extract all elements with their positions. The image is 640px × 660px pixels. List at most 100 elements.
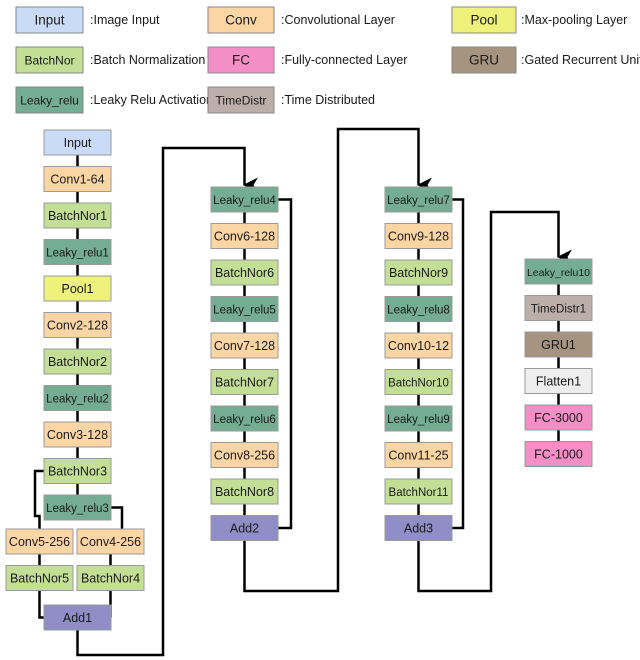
legend-label-batchnorm: BatchNor bbox=[24, 54, 74, 68]
layer-label-batchnor3: BatchNor3 bbox=[48, 464, 107, 478]
layer-batchnor11: BatchNor11 bbox=[384, 478, 453, 505]
layer-box-add2 bbox=[210, 515, 279, 541]
legend-desc-gru: :Gated Recurrent Unit bbox=[521, 53, 640, 67]
legend-item-gru: GRU :Gated Recurrent Unit bbox=[451, 46, 640, 74]
layer-batchnor3: BatchNor3 bbox=[43, 458, 112, 484]
legend-desc-batchnorm: :Batch Normalization bbox=[90, 53, 205, 67]
layer-conv3-128: Conv3-128 bbox=[43, 421, 112, 448]
layer-box-batchnor5 bbox=[5, 565, 74, 591]
layer-timedistr1: TimeDistr1 bbox=[524, 295, 593, 321]
legend-item-leaky: Leaky_relu:Leaky Relu Activation bbox=[15, 86, 213, 114]
layer-box-batchnor8 bbox=[210, 478, 279, 505]
layer-box-add3 bbox=[384, 515, 453, 541]
layer-box-leaky-relu5 bbox=[210, 296, 279, 322]
layer-label-conv3-128: Conv3-128 bbox=[47, 428, 108, 442]
legend-label-timedistr: TimeDistr bbox=[216, 94, 267, 108]
layer-box-fc-1000 bbox=[524, 441, 593, 467]
layer-batchnor8: BatchNor8 bbox=[210, 478, 279, 505]
layer-label-add2: Add2 bbox=[230, 521, 259, 535]
layer-box-conv3-128 bbox=[43, 421, 112, 448]
edge-lr3-conv4 bbox=[111, 506, 124, 529]
layer-label-leaky-relu10: Leaky_relu10 bbox=[527, 267, 590, 279]
layer-box-leaky-relu1 bbox=[43, 239, 112, 265]
layer-box-batchnor3 bbox=[43, 458, 112, 484]
layer-box-gru1 bbox=[524, 331, 593, 358]
legend-label-conv: Conv bbox=[225, 13, 257, 28]
layer-label-leaky-relu5: Leaky_relu5 bbox=[213, 304, 276, 316]
layer-label-conv1-64: Conv1-64 bbox=[50, 172, 104, 186]
legend-desc-fc: :Fully-connected Layer bbox=[281, 53, 407, 67]
layer-label-leaky-relu9: Leaky_relu9 bbox=[387, 414, 450, 426]
layer-label-leaky-relu8: Leaky_relu8 bbox=[387, 304, 450, 316]
layer-box-leaky-relu8 bbox=[384, 296, 453, 322]
layer-label-conv11-25: Conv11-25 bbox=[388, 448, 448, 462]
layer-label-batchnor7: BatchNor7 bbox=[215, 375, 274, 389]
layer-pool1: Pool1 bbox=[43, 275, 112, 302]
layer-label-batchnor1: BatchNor1 bbox=[48, 209, 107, 223]
layer-box-batchnor11 bbox=[384, 478, 453, 505]
layer-label-conv10-12: Conv10-12 bbox=[388, 339, 449, 353]
legend-label-input: Input bbox=[34, 13, 64, 28]
layer-flatten1: Flatten1 bbox=[524, 368, 593, 394]
layer-label-batchnor8: BatchNor8 bbox=[215, 485, 274, 499]
layer-batchnor2: BatchNor2 bbox=[43, 348, 112, 375]
layer-label-conv6-128: Conv6-128 bbox=[214, 229, 275, 243]
layer-conv8-256: Conv8-256 bbox=[210, 442, 279, 468]
layer-box-leaky-relu4 bbox=[210, 186, 279, 213]
layer-batchnor6: BatchNor6 bbox=[210, 259, 279, 286]
layer-conv6-128: Conv6-128 bbox=[210, 223, 279, 249]
layer-label-add3: Add3 bbox=[404, 521, 433, 535]
edge-add2-lrelu7 bbox=[243, 127, 432, 593]
layer-leaky-relu6: Leaky_relu6 bbox=[210, 405, 279, 432]
layer-label-leaky-relu2: Leaky_relu2 bbox=[46, 393, 109, 405]
layer-box-leaky-relu3 bbox=[43, 494, 112, 521]
layer-label-batchnor5: BatchNor5 bbox=[10, 571, 69, 585]
legend-label-gru: GRU bbox=[469, 53, 499, 68]
layer-label-conv7-128: Conv7-128 bbox=[214, 339, 275, 353]
connector-lines bbox=[33, 127, 572, 657]
layer-label-batchnor4: BatchNor4 bbox=[81, 571, 140, 585]
layer-leaky-relu2: Leaky_relu2 bbox=[43, 385, 112, 411]
layer-fc-1000: FC-1000 bbox=[524, 441, 593, 467]
layer-label-batchnor11: BatchNor11 bbox=[389, 487, 449, 499]
layer-label-leaky-relu3: Leaky_relu3 bbox=[46, 503, 109, 515]
layer-box-fc-3000 bbox=[524, 404, 593, 431]
layer-leaky-relu9: Leaky_relu9 bbox=[384, 405, 453, 432]
layer-box-leaky-relu6 bbox=[210, 405, 279, 432]
legend-item-timedistr: TimeDistr:Time Distributed bbox=[207, 86, 375, 114]
layer-conv11-25: Conv11-25 bbox=[384, 442, 453, 468]
layer-box-conv4-256 bbox=[76, 528, 145, 555]
layer-label-pool1: Pool1 bbox=[62, 282, 94, 296]
legend-label-fc: FC bbox=[232, 53, 250, 68]
layer-box-conv9-128 bbox=[384, 223, 453, 249]
layer-fc-3000: FC-3000 bbox=[524, 404, 593, 431]
layer-box-conv11-25 bbox=[384, 442, 453, 468]
layer-batchnor1: BatchNor1 bbox=[43, 202, 112, 229]
layer-label-batchnor10: BatchNor10 bbox=[388, 377, 449, 389]
legend-label-leaky: Leaky_relu bbox=[20, 94, 79, 108]
layer-label-fc-1000: FC-1000 bbox=[534, 447, 583, 461]
layer-label-conv2-128: Conv2-128 bbox=[47, 318, 108, 332]
legend-swatch-conv bbox=[207, 6, 275, 34]
legend-swatch-fc bbox=[207, 46, 275, 74]
layer-conv7-128: Conv7-128 bbox=[210, 332, 279, 359]
layer-box-batchnor6 bbox=[210, 259, 279, 286]
layer-box-leaky-relu9 bbox=[384, 405, 453, 432]
layer-add2: Add2 bbox=[210, 515, 279, 541]
layer-box-conv6-128 bbox=[210, 223, 279, 249]
layer-label-conv8-256: Conv8-256 bbox=[214, 448, 275, 462]
legend-item-fc: FC :Fully-connected Layer bbox=[207, 46, 407, 74]
legend-swatch-gru bbox=[451, 46, 517, 74]
layer-box-batchnor4 bbox=[76, 565, 145, 591]
layer-box-pool1 bbox=[43, 275, 112, 302]
edge-add3-lrelu10 bbox=[417, 210, 572, 593]
layer-gru1: GRU1 bbox=[524, 331, 593, 358]
layer-box-timedistr1 bbox=[524, 295, 593, 321]
layer-nodes: InputConv1-64BatchNor1Leaky_relu1Pool1Co… bbox=[5, 129, 593, 631]
layer-batchnor9: BatchNor9 bbox=[384, 259, 453, 286]
layer-box-leaky-relu10 bbox=[524, 258, 593, 285]
layer-box-conv2-128 bbox=[43, 312, 112, 338]
layer-add1: Add1 bbox=[43, 604, 112, 631]
legend-item-batchnorm: BatchNor :Batch Normalization bbox=[15, 46, 205, 74]
